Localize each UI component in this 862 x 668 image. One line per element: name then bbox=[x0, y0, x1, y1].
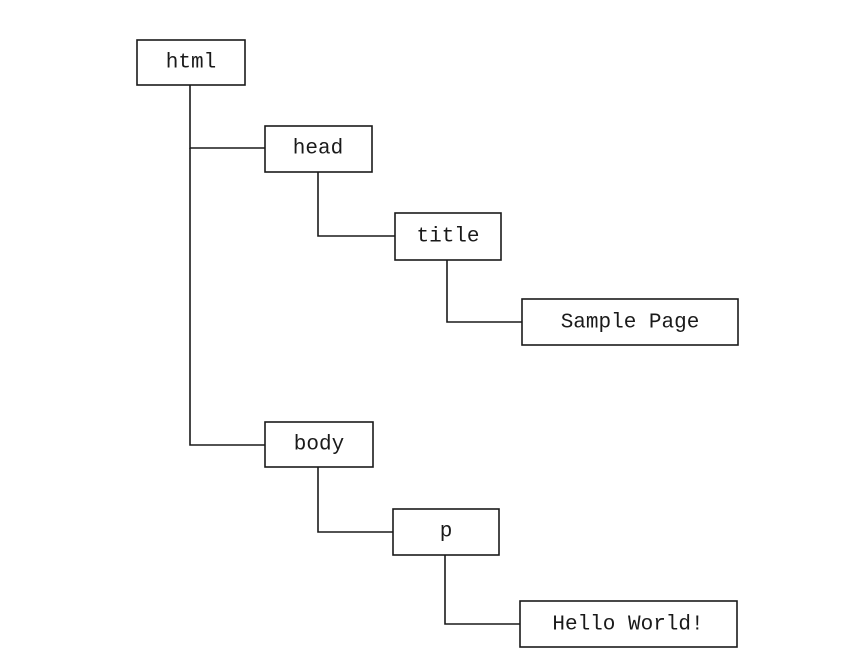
node-sample-page: Sample Page bbox=[521, 298, 739, 346]
edge-html-head bbox=[189, 85, 265, 149]
edge-html-body bbox=[189, 148, 265, 446]
node-html: html bbox=[136, 39, 246, 86]
node-p: p bbox=[392, 508, 500, 556]
edge-title-sample-page bbox=[446, 260, 522, 323]
node-html-label: html bbox=[166, 52, 216, 75]
node-hello-world-label: Hello World! bbox=[552, 614, 703, 637]
node-title-label: title bbox=[416, 226, 479, 249]
edge-head-title bbox=[317, 172, 395, 237]
node-html-box bbox=[136, 39, 246, 86]
edge-body-p bbox=[317, 467, 393, 533]
node-sample-page-box bbox=[521, 298, 739, 346]
node-p-box bbox=[392, 508, 500, 556]
node-body: body bbox=[264, 421, 374, 468]
node-sample-page-label: Sample Page bbox=[561, 312, 700, 335]
node-p-label: p bbox=[440, 521, 453, 544]
edge-p-hello-world bbox=[444, 555, 520, 625]
node-body-label: body bbox=[294, 434, 344, 457]
node-body-box bbox=[264, 421, 374, 468]
edges bbox=[189, 85, 522, 625]
node-head-box bbox=[264, 125, 373, 173]
node-hello-world: Hello World! bbox=[519, 600, 738, 648]
node-hello-world-box bbox=[519, 600, 738, 648]
node-title-box bbox=[394, 212, 502, 261]
node-title: title bbox=[394, 212, 502, 261]
node-head-label: head bbox=[293, 138, 343, 161]
node-head: head bbox=[264, 125, 373, 173]
